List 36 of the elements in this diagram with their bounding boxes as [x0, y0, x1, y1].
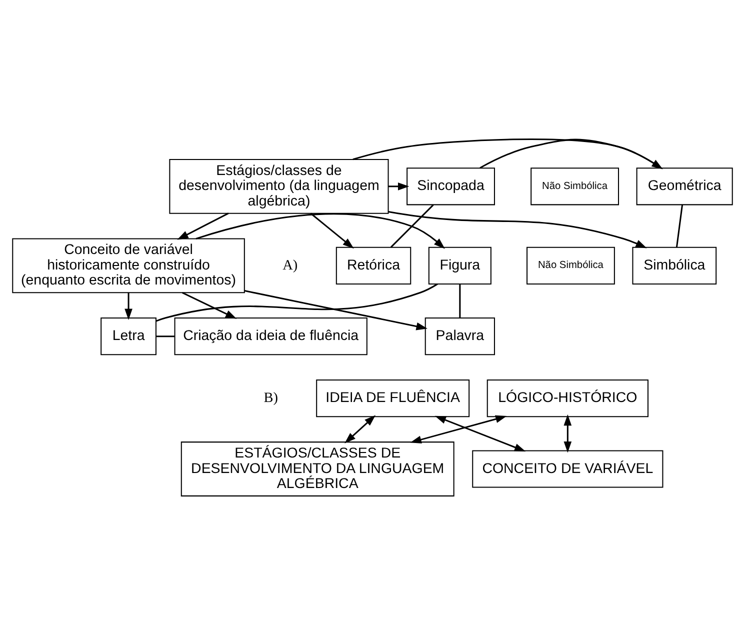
- connector: [480, 138, 662, 169]
- node-box: ESTÁGIOS/CLASSES DE DESENVOLVIMENTO DA LINGUAGEM ALGÉBRICA: [180, 442, 454, 496]
- connector: [459, 284, 461, 318]
- node-box: Conceito de variável historicamente construído (enquanto escrita de movimentos): [12, 238, 245, 294]
- node-box: Não Simbólica: [526, 246, 615, 284]
- connector: [156, 336, 174, 338]
- connector: [156, 283, 438, 322]
- node-box: Palavra: [424, 318, 495, 356]
- node-box: Retórica: [336, 246, 412, 284]
- arrow: [344, 415, 376, 444]
- label: A): [282, 257, 298, 274]
- node-box: Estágios/classes de desenvolvimento (da linguagem algébrica): [169, 158, 389, 214]
- arrow: [388, 182, 410, 190]
- node-box: Geométrica: [636, 168, 733, 206]
- arrow: [124, 292, 132, 320]
- label: B): [264, 390, 278, 406]
- arrow: [177, 212, 229, 240]
- node-box: Figura: [428, 246, 492, 284]
- connector: [676, 204, 684, 248]
- arrow: [310, 212, 354, 249]
- node-box: LÓGICO-HISTÓRICO: [486, 380, 648, 418]
- node-box: Criação da ideia de fluência: [174, 318, 368, 356]
- connector: [390, 204, 434, 248]
- arrow: [196, 213, 445, 249]
- arrow: [388, 210, 647, 248]
- node-box: Não Simbólica: [530, 168, 620, 206]
- arrow: [564, 414, 572, 453]
- node-box: CONCEITO DE VARIÁVEL: [472, 450, 664, 488]
- node-box: IDEIA DE FLUÊNCIA: [316, 380, 470, 418]
- node-box: Letra: [100, 318, 156, 356]
- arrow: [182, 292, 237, 319]
- node-box: Simbólica: [632, 246, 717, 284]
- arrow: [244, 290, 428, 330]
- arrow: [410, 415, 507, 444]
- arrow: [434, 416, 526, 452]
- node-box: Sincopada: [406, 168, 495, 206]
